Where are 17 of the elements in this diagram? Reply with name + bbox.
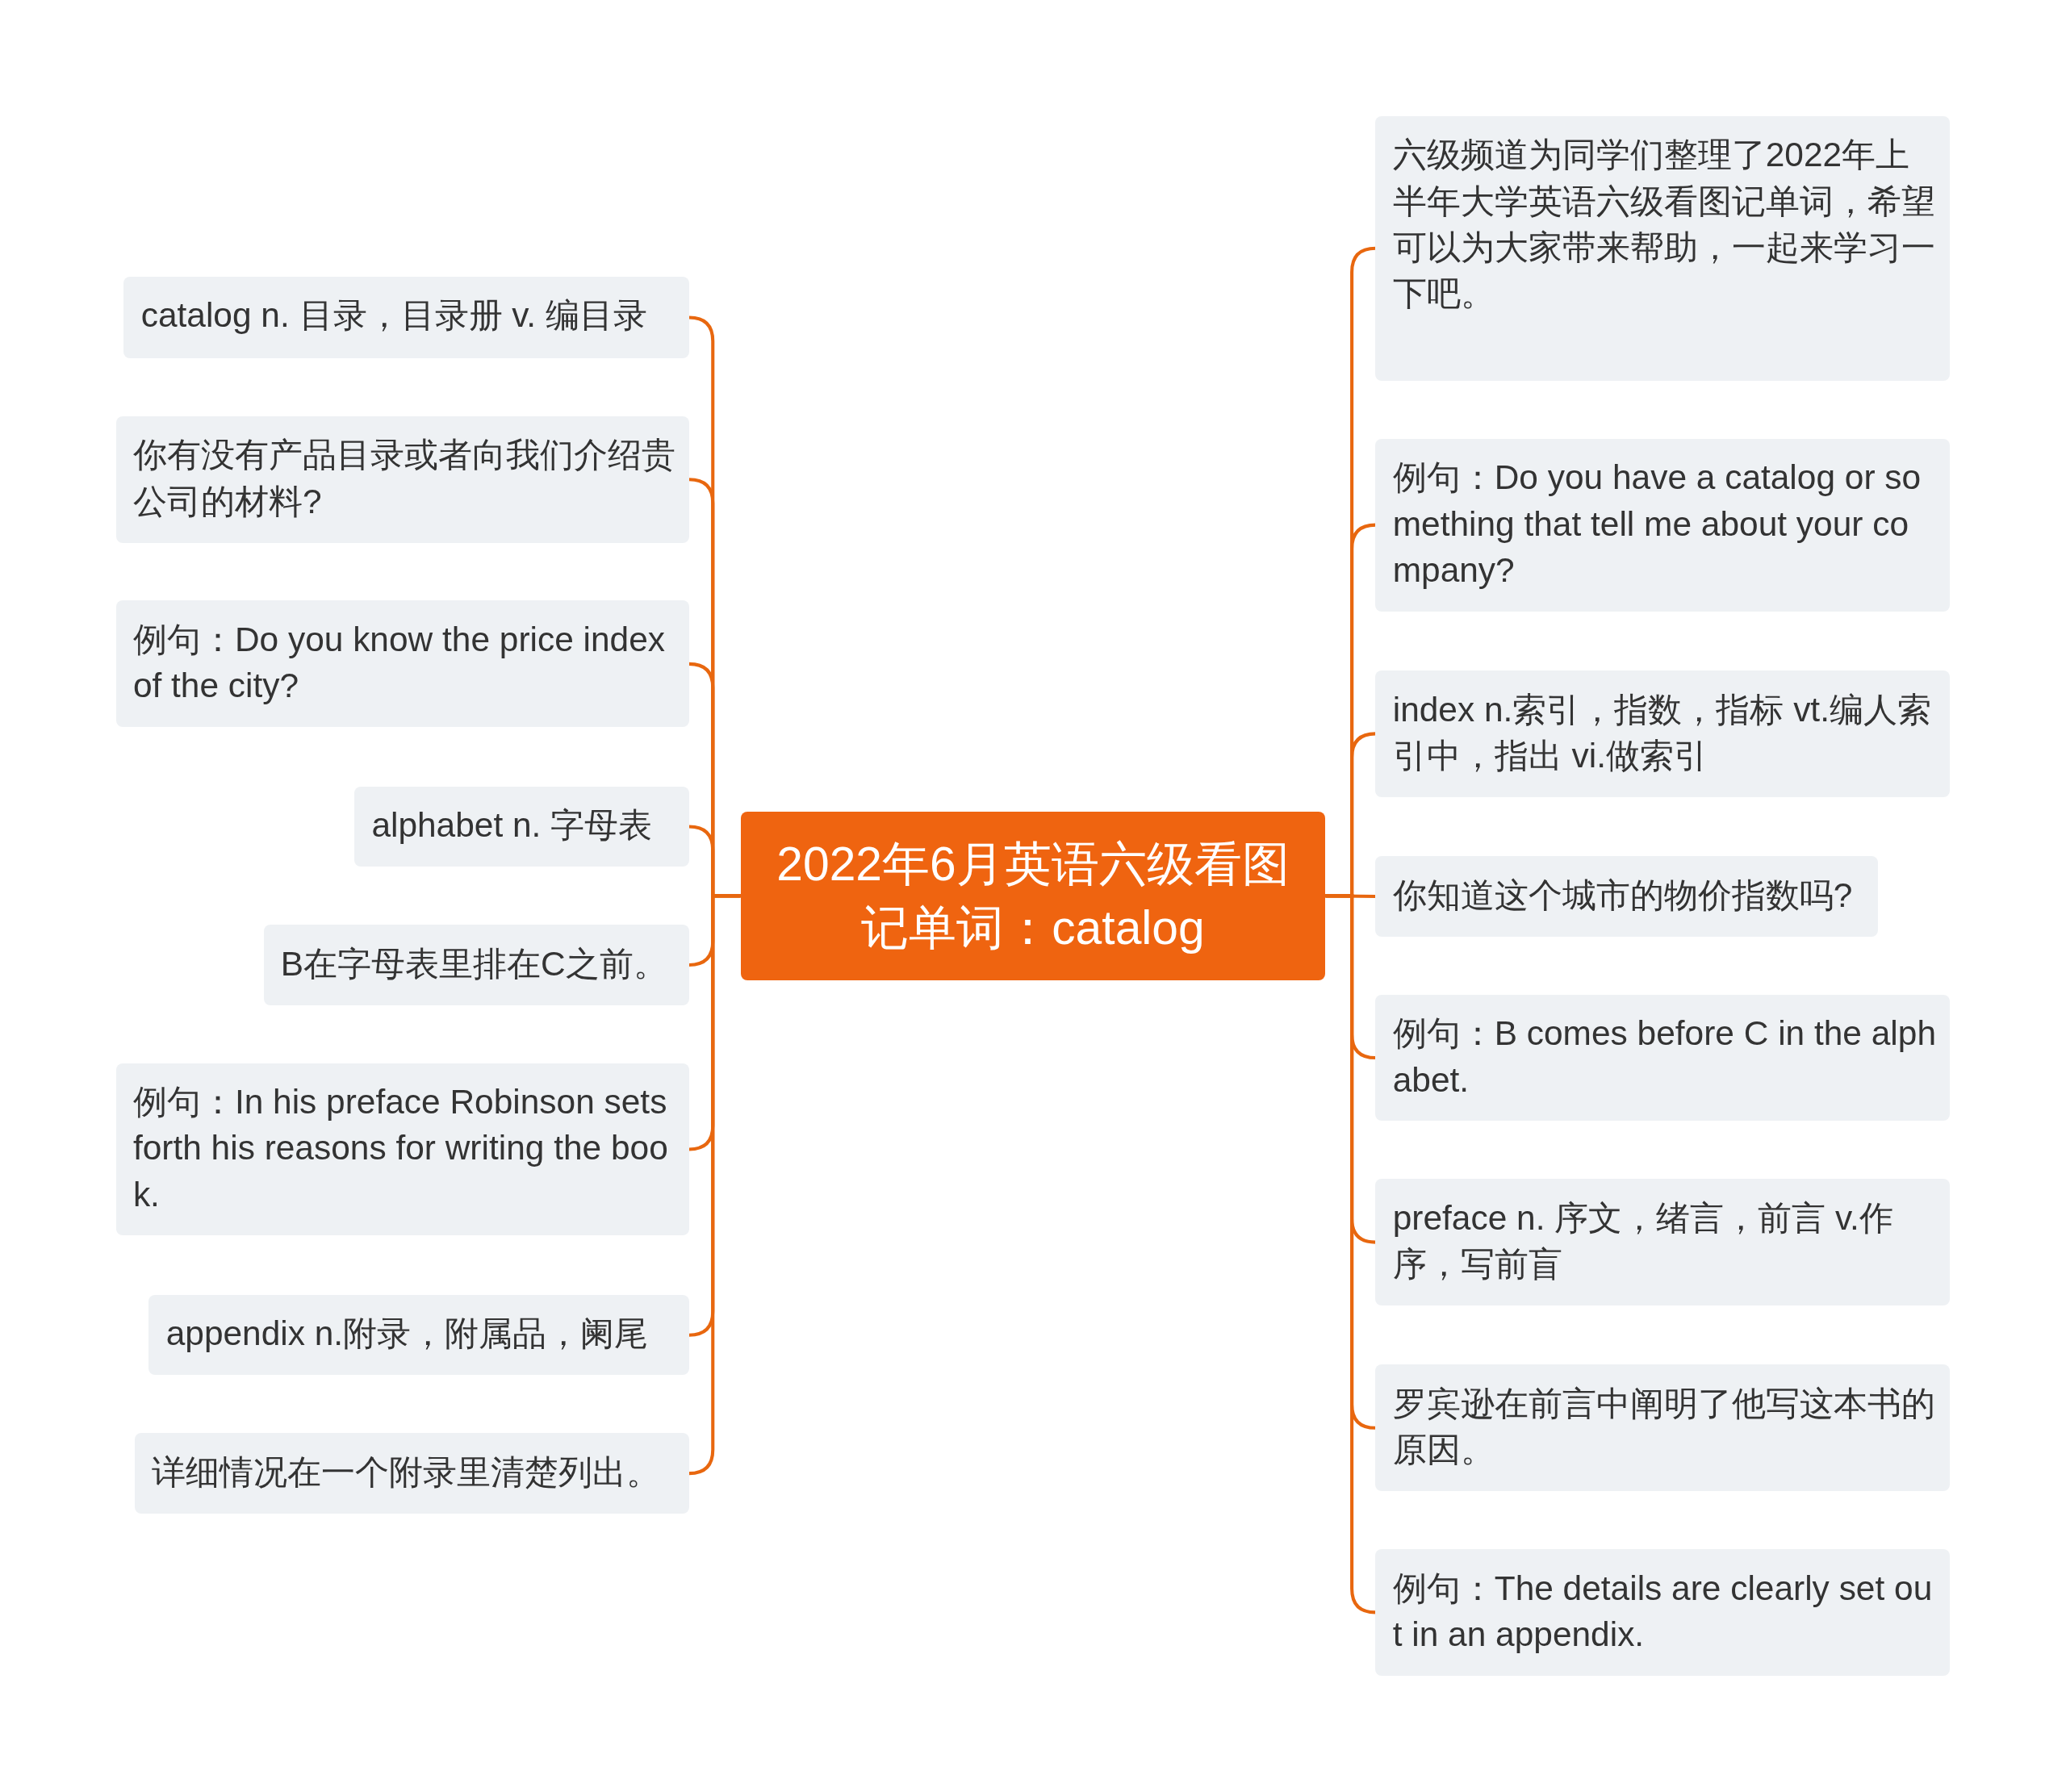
topic-box: alphabet n. 字母表 [354, 786, 689, 867]
topic-box: 六级频道为同学们整理了2022年上半年大学英语六级看图记单词，希望可以为大家带来帮助，一起来学习一下吧。 [1375, 115, 1951, 381]
central-topic-box: 2022年6月英语六级看图记单词：catalog [740, 811, 1326, 980]
topic-box: 例句：Do you have a catalog or something that tell me about your company? [1375, 438, 1951, 612]
topic-box: 例句：B comes before C in the alphabet. [1375, 994, 1951, 1122]
topic-box: 例句：Do you know the price index of the city? [115, 600, 689, 728]
topic-box: B在字母表里排在C之前。 [263, 925, 689, 1005]
topic-box: 你知道这个城市的物价指数吗? [1375, 856, 1878, 937]
topic-box: catalog n. 目录，目录册 v. 编目录 [123, 276, 689, 359]
topic-box: 例句：In his preface Robinson sets forth his reasons for writing the book. [115, 1063, 689, 1236]
topic-box: preface n. 序文，绪言，前言 v.作序，写前盲 [1375, 1179, 1951, 1305]
topic-box: 详细情况在一个附录里清楚列出。 [134, 1433, 689, 1514]
topic-box: index n.索引，指数，指标 vt.编人索引中，指出 vi.做索引 [1375, 670, 1951, 797]
topic-box: 例句：The details are clearly set out in an appendix. [1375, 1549, 1951, 1676]
topic-box: 你有没有产品目录或者向我们介绍贵公司的材料? [115, 416, 689, 543]
topic-box: appendix n.附录，附属品，阑尾 [148, 1294, 689, 1376]
topic-box: 罗宾逊在前言中阐明了他写这本书的原因。 [1375, 1364, 1951, 1492]
